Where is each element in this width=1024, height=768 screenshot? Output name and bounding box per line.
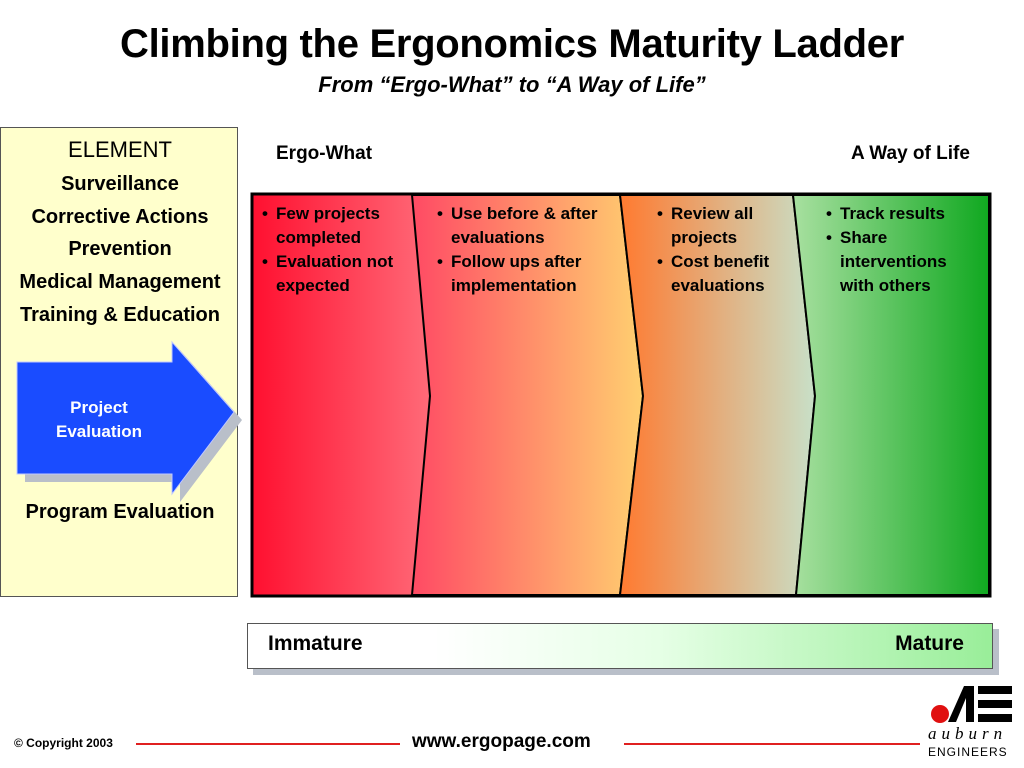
stage-4-bullets: Track results Share interventions with o…: [826, 202, 976, 298]
bullet: Cost benefit evaluations: [657, 250, 797, 298]
element-item-corrective-actions: Corrective Actions: [31, 206, 209, 228]
scale-mature-label: Mature: [895, 632, 964, 655]
maturity-scale: Immature Mature: [247, 623, 993, 669]
bullet: Use before & after evaluations: [437, 202, 627, 250]
footer-divider-right: [624, 743, 920, 745]
footer-divider-left: [136, 743, 400, 745]
stage-1-bullets: Few projects completed Evaluation not ex…: [262, 202, 422, 298]
bullet: Review all projects: [657, 202, 797, 250]
stage-2-bullets: Use before & after evaluations Follow up…: [437, 202, 627, 298]
bullet: Few projects completed: [262, 202, 422, 250]
element-item-surveillance: Surveillance: [61, 173, 179, 195]
project-evaluation-label: Project Evaluation: [56, 398, 142, 441]
copyright: © Copyright 2003: [14, 736, 113, 750]
bullet: Evaluation not expected: [262, 250, 422, 298]
stage-3-bullets: Review all projects Cost benefit evaluat…: [657, 202, 797, 298]
ladder-right-label: A Way of Life: [851, 143, 970, 164]
element-heading: ELEMENT: [68, 137, 172, 162]
element-item-medical-management: Medical Management: [19, 271, 221, 293]
element-item-prevention: Prevention: [68, 238, 172, 260]
logo-auburn-text: auburn: [928, 724, 1008, 743]
ladder-left-label: Ergo-What: [276, 143, 373, 164]
scale-immature-label: Immature: [268, 632, 363, 655]
auburn-logo-icon: [931, 686, 1012, 723]
bullet: Follow ups after implementation: [437, 250, 627, 298]
page-title: Climbing the Ergonomics Maturity Ladder: [120, 22, 904, 66]
element-item-training-education: Training & Education: [19, 304, 220, 326]
page-subtitle: From “Ergo-What” to “A Way of Life”: [318, 72, 706, 97]
bullet: Track results: [826, 202, 976, 226]
logo-engineers-text: ENGINEERS: [928, 745, 1008, 759]
bullet: Share interventions with others: [826, 226, 976, 298]
website-link[interactable]: www.ergopage.com: [412, 731, 591, 752]
element-item-program-evaluation: Program Evaluation: [25, 501, 215, 523]
